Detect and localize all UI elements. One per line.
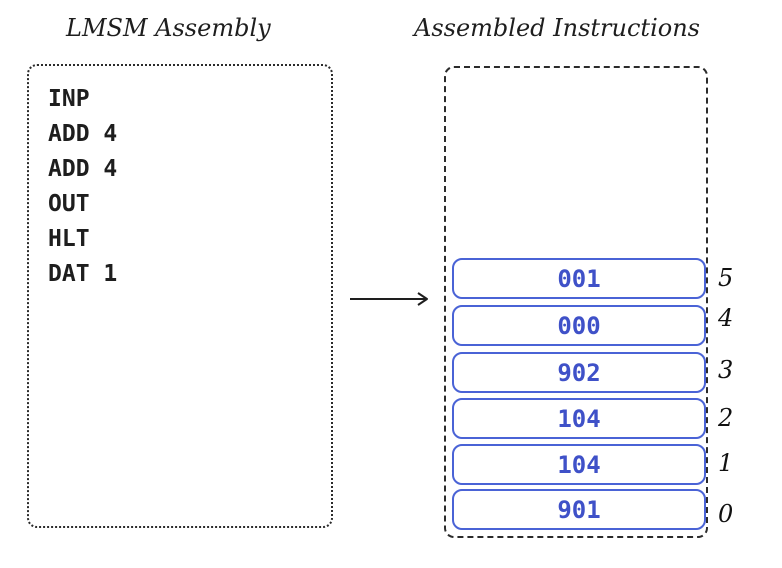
memory-address-5: 5 — [718, 264, 734, 292]
code-line: OUT — [48, 191, 90, 217]
memory-address-0: 0 — [718, 500, 734, 528]
memory-cell-0: 901 — [452, 489, 706, 530]
code-line: INP — [48, 86, 90, 112]
code-line: ADD 4 — [48, 156, 118, 182]
memory-cell-1: 104 — [452, 444, 706, 485]
memory-cell-2: 104 — [452, 398, 706, 439]
memory-address-1: 1 — [718, 449, 734, 477]
code-line: ADD 4 — [48, 121, 118, 147]
code-line: DAT 1 — [48, 261, 118, 287]
memory-panel — [444, 66, 708, 538]
assembly-title: LMSM Assembly — [66, 14, 271, 42]
memory-address-4: 4 — [718, 304, 734, 332]
assembly-code-list: INP ADD 4 ADD 4 OUT HLT DAT 1 — [48, 82, 117, 292]
code-line: HLT — [48, 226, 90, 252]
memory-cell-5: 001 — [452, 258, 706, 299]
assembly-code-panel — [27, 64, 333, 528]
assembled-instructions-title: Assembled Instructions — [414, 14, 700, 42]
memory-address-3: 3 — [718, 356, 734, 384]
memory-address-2: 2 — [718, 404, 734, 432]
arrow-right-icon — [350, 292, 428, 306]
memory-cell-3: 902 — [452, 352, 706, 393]
memory-cell-4: 000 — [452, 305, 706, 346]
